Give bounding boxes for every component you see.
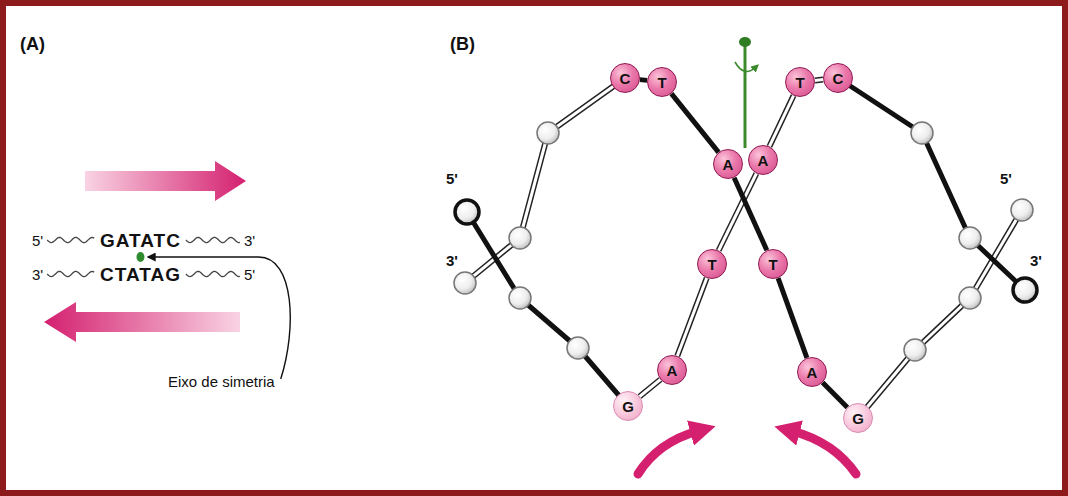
strand-end-label: 3'	[1030, 253, 1042, 268]
strand-end-label: 5'	[446, 171, 458, 186]
bond-core	[815, 78, 823, 82]
axis-label: Eixo de simetria	[168, 374, 275, 389]
dna-sequence: CTATAG	[100, 265, 181, 284]
backbone-bond	[734, 178, 767, 251]
wavy-strand	[47, 237, 94, 242]
nucleotide-base: A	[748, 145, 778, 175]
strand-end-ball	[454, 272, 476, 294]
base-letter: A	[758, 153, 769, 168]
base-letter: T	[795, 75, 804, 90]
panel-letter: (A)	[20, 35, 45, 53]
bond-line	[671, 94, 718, 153]
nucleotide-base: T	[647, 67, 677, 97]
base-letter: C	[620, 71, 631, 86]
backbone-bond	[778, 278, 807, 358]
base-letter: G	[622, 399, 634, 414]
dna-sequence: GATATC	[100, 231, 181, 250]
bond-line	[823, 383, 848, 408]
strand-end-label: 3'	[446, 253, 458, 268]
backbone-bond	[640, 379, 661, 396]
strand-backbone	[858, 210, 1022, 418]
bond-outline	[677, 278, 706, 356]
nucleotide-base: G	[613, 391, 643, 421]
bond-core	[677, 278, 706, 356]
bond-line	[640, 77, 647, 83]
rotation-arrow	[638, 431, 698, 474]
strand-backbone	[858, 210, 1022, 418]
nucleotide-ball	[567, 337, 589, 359]
bond-line	[734, 178, 767, 251]
nucleotide-ball	[959, 227, 981, 249]
nucleotide-ball	[959, 287, 981, 309]
axis-knob	[739, 37, 751, 47]
base-letter: A	[667, 363, 678, 378]
backbone-bond	[677, 278, 706, 356]
backbone-bond	[640, 79, 647, 81]
backbone-bond	[815, 79, 823, 81]
wavy-strand	[186, 271, 240, 276]
bond-outline	[815, 77, 823, 84]
strand-end-label: 5'	[1000, 171, 1012, 186]
rotation-arrow	[792, 431, 856, 474]
strand-end-ball	[1011, 199, 1033, 221]
nucleotide-base: A	[797, 357, 827, 387]
bond-line	[778, 278, 807, 358]
nucleotide-ball	[911, 122, 933, 144]
nucleotide-ball	[904, 339, 926, 361]
strand-backbone	[467, 212, 628, 406]
bond-outline	[640, 379, 661, 396]
base-letter: A	[723, 157, 734, 172]
strand-end-label: 3'	[32, 267, 43, 282]
backbone-bond	[671, 94, 718, 153]
bond-core	[769, 96, 793, 147]
wavy-strand	[186, 237, 240, 242]
base-letter: G	[852, 411, 864, 426]
nucleotide-base: A	[657, 355, 687, 385]
nucleotide-base: T	[758, 249, 788, 279]
strand-end-label: 5'	[244, 267, 255, 282]
base-letter: T	[707, 257, 716, 272]
nucleotide-base: A	[713, 149, 743, 179]
nucleotide-ball	[509, 227, 531, 249]
strand-end-label: 5'	[32, 233, 43, 248]
base-letter: T	[657, 75, 666, 90]
strand-end-ball	[1013, 278, 1037, 302]
nucleotide-base: C	[823, 63, 853, 93]
base-letter: A	[807, 365, 818, 380]
wavy-strand	[47, 271, 94, 276]
strand-end-ball	[455, 200, 479, 224]
rotation-arrow	[735, 62, 756, 71]
direction-arrow	[85, 161, 246, 201]
nucleotide-base: C	[610, 63, 640, 93]
nucleotide-ball	[509, 287, 531, 309]
nucleotide-base: G	[843, 403, 873, 433]
backbone-bond	[823, 383, 848, 408]
symmetry-axis	[744, 46, 747, 148]
bond-outline	[769, 96, 793, 147]
nucleotide-base: T	[697, 249, 727, 279]
strand-backbone	[838, 78, 1025, 290]
backbone-bond	[769, 96, 793, 147]
nucleotide-ball	[537, 122, 559, 144]
base-letter: C	[833, 71, 844, 86]
bond-core	[640, 379, 661, 396]
strand-end-label: 3'	[244, 233, 255, 248]
symmetry-dot	[136, 252, 144, 262]
base-letter: T	[768, 257, 777, 272]
nucleotide-base: T	[785, 67, 815, 97]
direction-arrow	[44, 302, 240, 342]
panel-letter: (B)	[450, 35, 475, 53]
